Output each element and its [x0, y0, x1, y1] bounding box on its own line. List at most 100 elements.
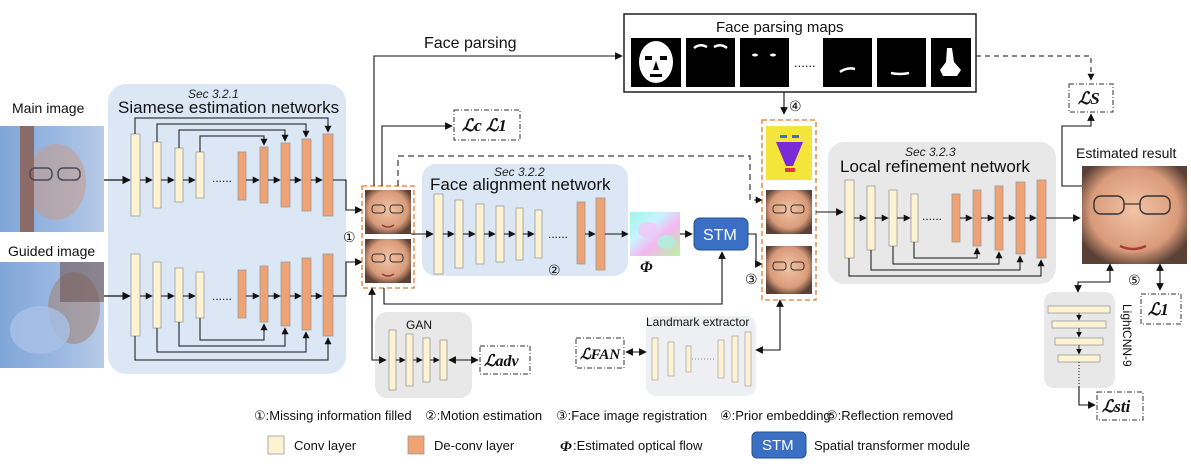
- stage2-face-group: [761, 119, 817, 301]
- loss-c-l1-box: [453, 109, 521, 141]
- landmark-label: Landmark extractor: [646, 315, 749, 329]
- legend-phi-desc: :Estimated optical flow: [573, 438, 703, 453]
- conv-layer: [454, 199, 464, 269]
- estimated-result-image: [1082, 166, 1187, 264]
- conv-layer: [844, 179, 855, 259]
- parsing-map-icon: [931, 38, 971, 87]
- alignment-dots: ......: [548, 227, 568, 241]
- conv-layer: [152, 261, 162, 329]
- deconv-layer: [259, 146, 269, 204]
- conv-layer: [866, 185, 876, 251]
- legend-deconv-swatch: [407, 435, 425, 455]
- main-image: [0, 126, 104, 232]
- conv-layer: [888, 189, 898, 247]
- parsing-map-icon: [823, 38, 872, 87]
- deconv-layer: [951, 193, 961, 243]
- siamese-bottom-branch: ......: [130, 253, 334, 361]
- refinement-section: Sec 3.2.3: [905, 145, 956, 159]
- siamese-section: Sec 3.2.1: [188, 87, 239, 101]
- guided-image: [0, 262, 104, 368]
- conv-layer: [195, 271, 205, 319]
- loss-c-l1: ℒc ℒ1: [462, 116, 507, 135]
- parsing-map-icon: [686, 38, 735, 87]
- face-parsing-maps-title: Face parsing maps: [716, 19, 844, 36]
- refinement-title: Local refinement network: [840, 157, 1030, 176]
- face-thumbnail-icon: [365, 239, 411, 283]
- loss-sti-box: [1096, 391, 1144, 421]
- loss-fan-box: [575, 337, 625, 369]
- conv-layer: [475, 203, 485, 265]
- loss-adv: ℒadv: [484, 353, 520, 370]
- deconv-layer: [237, 269, 247, 319]
- loss-fan: ℒFAN: [580, 347, 621, 363]
- deconv-layer: [994, 185, 1004, 251]
- deconv-layer: [1015, 181, 1026, 255]
- phi-symbol: Φ: [640, 259, 653, 276]
- conv-layer: [910, 193, 919, 243]
- conv-layer: [174, 267, 184, 323]
- guided-image-label: Guided image: [8, 243, 95, 259]
- stage1-face-group: [361, 185, 415, 289]
- loss-l1-box: [1140, 293, 1182, 325]
- loss-adv-box: [479, 345, 531, 375]
- conv-layer: [534, 209, 543, 259]
- siamese-title: Siamese estimation networks: [118, 98, 339, 117]
- step-marker-1: ①: [343, 229, 356, 245]
- deconv-layer: [972, 189, 982, 247]
- conv-layer: [495, 205, 505, 263]
- face-thumbnail-icon: [766, 190, 812, 234]
- legend-step-5: ⑤:Reflection removed: [826, 408, 953, 423]
- siamese-dots: ......: [212, 289, 232, 303]
- alignment-region: [422, 164, 628, 276]
- step-marker-3: ③: [745, 271, 758, 287]
- loss-s-box: [1068, 83, 1114, 113]
- legend-step-2: ②:Motion estimation: [425, 408, 542, 423]
- legend-phi-symbol: Φ: [560, 439, 572, 455]
- step-marker-4: ④: [789, 98, 802, 114]
- step-marker-5: ⑤: [1128, 272, 1141, 288]
- face-thumbnail-icon: [365, 190, 411, 234]
- refinement-layers: ......: [844, 179, 1047, 277]
- deconv-layer: [301, 138, 312, 212]
- face-parsing-arrow: [373, 52, 623, 186]
- conv-layer: [195, 151, 205, 199]
- lightcnn-layers: [1047, 305, 1111, 386]
- legend: ①:Missing information filled ②:Motion es…: [254, 408, 970, 459]
- parsing-map-icon: [877, 38, 926, 87]
- refinement-dots: ......: [922, 209, 942, 223]
- alignment-title: Face alignment network: [430, 175, 611, 194]
- loss-s: ℒS: [1078, 89, 1100, 108]
- lightcnn-label: LightCNN-9: [1120, 304, 1134, 367]
- gan-label: GAN: [406, 318, 432, 332]
- conv-layer: [515, 207, 524, 261]
- parsing-map-icon: [631, 38, 681, 87]
- legend-deconv-label: De-conv layer: [434, 438, 515, 453]
- deconv-layer: [322, 253, 334, 337]
- legend-stm-desc: Spatial transformer module: [814, 438, 970, 453]
- parsing-dots: ......: [794, 55, 816, 70]
- stm-label: STM: [703, 227, 737, 244]
- estimated-result-label: Estimated result: [1076, 145, 1176, 161]
- step-marker-2: ②: [548, 262, 561, 278]
- conv-layer: [130, 133, 141, 217]
- prior-map-icon: [766, 126, 812, 180]
- optical-flow-icon: [630, 212, 680, 256]
- deconv-layer: [259, 265, 269, 323]
- landmark-layers: [651, 331, 752, 387]
- legend-step-3: ③:Face image registration: [556, 408, 707, 423]
- legend-stm-swatch: [751, 431, 807, 459]
- main-image-label: Main image: [12, 100, 85, 116]
- deconv-layer: [576, 201, 586, 265]
- loss-sti: ℒsti: [1102, 397, 1131, 416]
- deconv-layer: [237, 151, 247, 201]
- legend-stm-label: STM: [762, 437, 794, 454]
- parsing-map-icon: [740, 38, 789, 87]
- legend-conv-label: Conv layer: [294, 438, 357, 453]
- deconv-layer: [1036, 179, 1047, 259]
- legend-step-1: ①:Missing information filled: [254, 408, 412, 423]
- deconv-layer: [322, 133, 334, 217]
- face-thumbnail-icon: [766, 246, 812, 294]
- gan-layers: [388, 329, 448, 391]
